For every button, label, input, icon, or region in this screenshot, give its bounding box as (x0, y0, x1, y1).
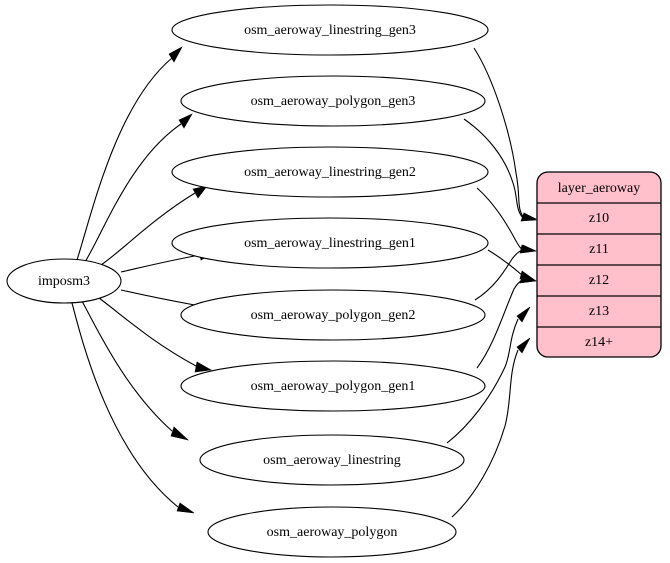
node-osm-aeroway-linestring-gen2[interactable]: osm_aeroway_linestring_gen2 (171, 146, 489, 198)
polygon-gen3-label: osm_aeroway_polygon_gen3 (251, 94, 416, 109)
linestring-gen3-ellipse[interactable] (171, 4, 489, 56)
node-osm-aeroway-polygon-gen3[interactable]: osm_aeroway_polygon_gen3 (180, 75, 486, 127)
arrowhead-polygon-gen3 (178, 113, 193, 129)
edge-polygon-to-z14 (451, 349, 519, 518)
polygon-gen1-label: osm_aeroway_polygon_gen1 (251, 379, 416, 394)
edge-imposm3-to-polygon-gen2 (120, 289, 201, 307)
arrowhead-z12-b (519, 274, 538, 284)
layer-aeroway-header-label: layer_aeroway (558, 181, 640, 196)
node-osm-aeroway-linestring[interactable]: osm_aeroway_linestring (199, 434, 465, 486)
polygon-ellipse[interactable] (207, 506, 457, 558)
layer-aeroway-row-z13[interactable]: z13 (589, 304, 609, 319)
arrowhead-linestring-gen2 (192, 185, 208, 199)
edge-imposm3-to-polygon-gen1 (98, 297, 197, 367)
arrowhead-z11-b (519, 244, 537, 254)
edge-imposm3-to-linestring (81, 300, 173, 432)
arrowhead-polygon (176, 502, 195, 514)
node-imposm3[interactable]: imposm3 (6, 258, 122, 304)
edge-polygon-gen2-to-z11 (474, 249, 523, 301)
layer-aeroway-row-z12[interactable]: z12 (589, 273, 609, 288)
edge-polygon-gen3-to-z10 (463, 118, 524, 219)
linestring-gen1-ellipse[interactable] (171, 217, 489, 269)
linestring-gen3-label: osm_aeroway_linestring_gen3 (244, 23, 416, 38)
layer-aeroway-row-z11[interactable]: z11 (589, 242, 609, 257)
edge-linestring-gen3-to-z10 (473, 47, 525, 219)
polygon-gen1-ellipse[interactable] (180, 360, 486, 412)
arrowhead-linestring-gen3 (168, 46, 183, 63)
polygon-label: osm_aeroway_polygon (267, 525, 398, 540)
edge-linestring-gen1-to-z12 (487, 249, 523, 276)
edge-imposm3-to-polygon-gen3 (84, 123, 182, 263)
edge-group-tables-to-layer (446, 47, 538, 518)
layer-aeroway-row-z14plus[interactable]: z14+ (585, 335, 613, 350)
node-osm-aeroway-polygon-gen2[interactable]: osm_aeroway_polygon_gen2 (180, 289, 486, 341)
linestring-ellipse[interactable] (199, 434, 465, 486)
polygon-gen2-ellipse[interactable] (180, 289, 486, 341)
edge-imposm3-to-linestring-gen1 (120, 254, 201, 273)
node-layer-aeroway-table[interactable]: layer_aeroway z10 z11 z12 z13 z14+ (536, 171, 662, 358)
linestring-gen1-label: osm_aeroway_linestring_gen1 (244, 236, 416, 251)
edge-linestring-to-z13 (446, 318, 519, 444)
arrowhead-z10-b (520, 212, 537, 222)
edge-imposm3-to-polygon (71, 302, 179, 508)
arrowhead-z13 (516, 306, 531, 323)
polygon-gen2-label: osm_aeroway_polygon_gen2 (251, 308, 416, 323)
imposm3-ellipse[interactable] (6, 258, 122, 304)
edge-imposm3-to-linestring-gen2 (100, 192, 196, 266)
linestring-gen2-ellipse[interactable] (171, 146, 489, 198)
arrowhead-linestring (170, 426, 190, 441)
node-osm-aeroway-linestring-gen3[interactable]: osm_aeroway_linestring_gen3 (171, 4, 489, 56)
arrowhead-z14 (516, 337, 531, 354)
linestring-gen2-label: osm_aeroway_linestring_gen2 (244, 165, 416, 180)
layer-aeroway-row-z10[interactable]: z10 (589, 211, 609, 226)
node-osm-aeroway-polygon[interactable]: osm_aeroway_polygon (207, 506, 457, 558)
edge-linestring-gen2-to-z11 (476, 187, 524, 251)
imposm3-label: imposm3 (38, 274, 90, 289)
edge-imposm3-to-linestring-gen3 (76, 57, 173, 261)
polygon-gen3-ellipse[interactable] (180, 75, 486, 127)
node-osm-aeroway-polygon-gen1[interactable]: osm_aeroway_polygon_gen1 (180, 360, 486, 412)
arrowhead-polygon-gen1 (194, 361, 212, 373)
linestring-label: osm_aeroway_linestring (263, 453, 401, 468)
node-osm-aeroway-linestring-gen1[interactable]: osm_aeroway_linestring_gen1 (171, 217, 489, 269)
edge-polygon-gen1-to-z12 (476, 279, 523, 369)
